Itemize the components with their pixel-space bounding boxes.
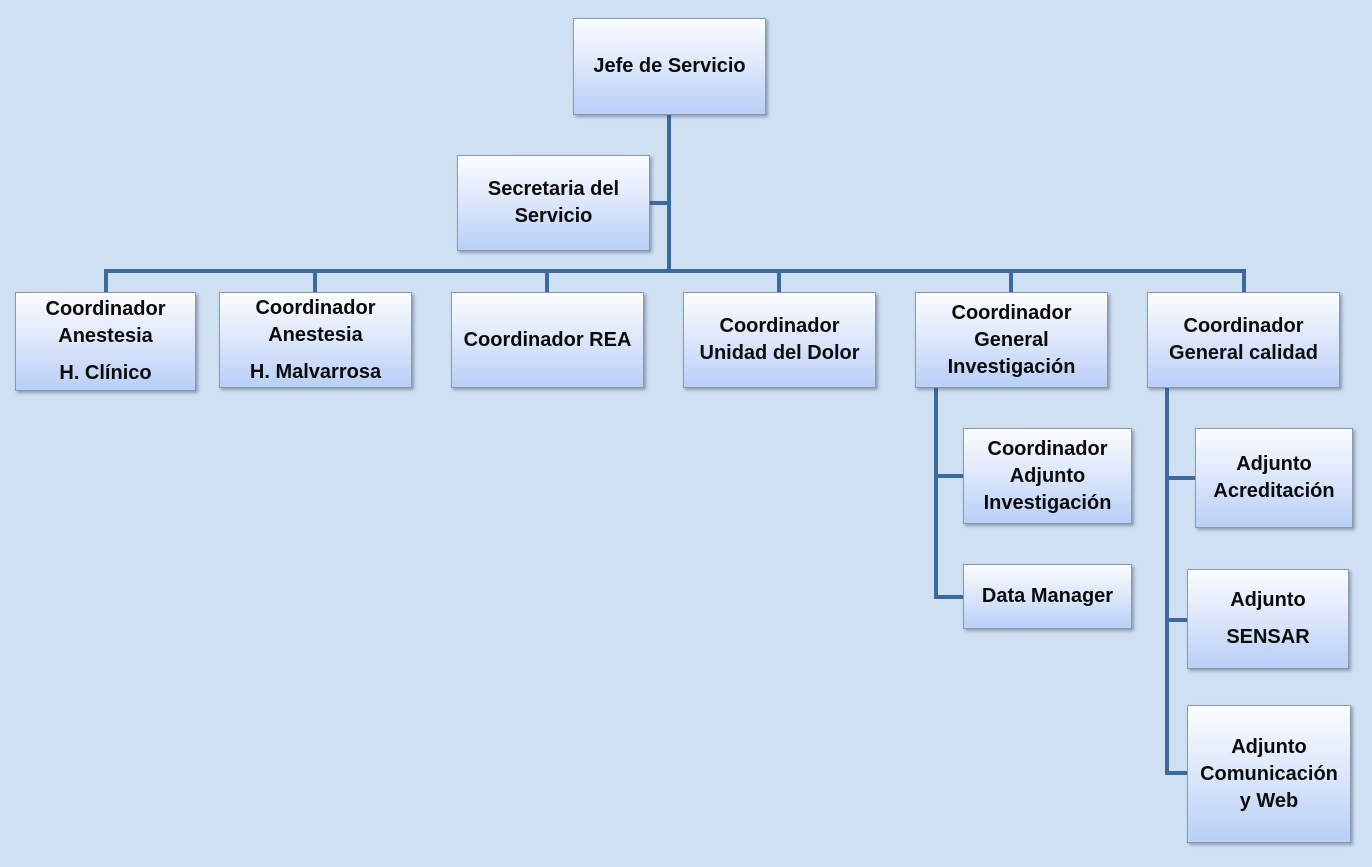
coordinator-box-rea: Coordinador REA bbox=[451, 292, 644, 388]
coordinator-label: Coordinador General calidad bbox=[1169, 313, 1318, 367]
secretary-box: Secretaria del Servicio bbox=[457, 155, 650, 251]
quality-line-2: Comunicación bbox=[1200, 762, 1338, 785]
quality-line-1: Adjunto bbox=[1231, 735, 1307, 758]
quality-label: Adjunto SENSAR bbox=[1226, 587, 1309, 651]
coordinator-line-1: Coordinador bbox=[719, 315, 840, 337]
coordinator-line-1: Coordinador REA bbox=[463, 328, 632, 351]
research-label: Data Manager bbox=[982, 583, 1113, 610]
secretary-line-2: Servicio bbox=[514, 205, 593, 227]
head-line-1: Jefe de Servicio bbox=[593, 55, 746, 77]
head-label: Jefe de Servicio bbox=[593, 53, 745, 80]
coordinator-line-2: Anestesia bbox=[58, 325, 153, 347]
research-line-1: Data Manager bbox=[981, 585, 1114, 607]
quality-line-1: Adjunto bbox=[1236, 453, 1312, 475]
coordinator-box-anestesia-clinico: Coordinador Anestesia H. Clínico bbox=[15, 292, 196, 391]
research-box-adjunto: Coordinador Adjunto Investigación bbox=[963, 428, 1132, 524]
coordinator-line-1: Coordinador bbox=[45, 298, 166, 320]
coordinator-label: Coordinador Anestesia H. Malvarrosa bbox=[250, 295, 381, 386]
quality-box-acreditacion: Adjunto Acreditación bbox=[1195, 428, 1353, 528]
coordinator-line-2: Unidad del Dolor bbox=[699, 342, 860, 364]
research-line-1: Coordinador bbox=[987, 437, 1108, 460]
quality-label: Adjunto Comunicación y Web bbox=[1200, 734, 1338, 815]
coordinator-box-investigacion: Coordinador General Investigación bbox=[915, 292, 1108, 388]
coordinator-line-2: Anestesia bbox=[268, 323, 363, 346]
coordinator-label: Coordinador Anestesia H. Clínico bbox=[46, 296, 166, 387]
quality-box-comunicacion-web: Adjunto Comunicación y Web bbox=[1187, 705, 1351, 843]
quality-line-2: SENSAR bbox=[1226, 626, 1310, 648]
coordinator-line-3: H. Clínico bbox=[59, 362, 152, 384]
research-line-2: Adjunto bbox=[1009, 464, 1086, 487]
coordinator-line-1: Coordinador bbox=[1183, 315, 1304, 337]
quality-line-3: y Web bbox=[1239, 789, 1299, 812]
coordinator-line-2: General calidad bbox=[1169, 342, 1318, 364]
coordinator-box-anestesia-malvarrosa: Coordinador Anestesia H. Malvarrosa bbox=[219, 292, 412, 388]
quality-line-1: Adjunto bbox=[1230, 589, 1306, 611]
head-box: Jefe de Servicio bbox=[573, 18, 766, 115]
research-label: Coordinador Adjunto Investigación bbox=[984, 436, 1112, 517]
coordinator-box-unidad-dolor: Coordinador Unidad del Dolor bbox=[683, 292, 876, 388]
quality-box-sensar: Adjunto SENSAR bbox=[1187, 569, 1349, 669]
coordinator-line-1: Coordinador bbox=[951, 301, 1072, 324]
coordinator-line-3: Investigación bbox=[947, 355, 1076, 378]
quality-line-2: Acreditación bbox=[1213, 480, 1335, 502]
research-line-3: Investigación bbox=[983, 491, 1112, 514]
quality-label: Adjunto Acreditación bbox=[1213, 451, 1334, 505]
research-box-data-manager: Data Manager bbox=[963, 564, 1132, 629]
coordinator-label: Coordinador Unidad del Dolor bbox=[700, 313, 860, 367]
coordinator-box-calidad: Coordinador General calidad bbox=[1147, 292, 1340, 388]
coordinator-label: Coordinador General Investigación bbox=[948, 300, 1076, 381]
secretary-line-1: Secretaria del bbox=[487, 178, 620, 200]
coordinator-line-2: General bbox=[974, 328, 1049, 351]
coordinator-label: Coordinador REA bbox=[464, 327, 632, 354]
coordinator-line-1: Coordinador bbox=[255, 296, 376, 319]
coordinator-line-3: H. Malvarrosa bbox=[249, 360, 382, 383]
secretary-label: Secretaria del Servicio bbox=[488, 176, 619, 230]
